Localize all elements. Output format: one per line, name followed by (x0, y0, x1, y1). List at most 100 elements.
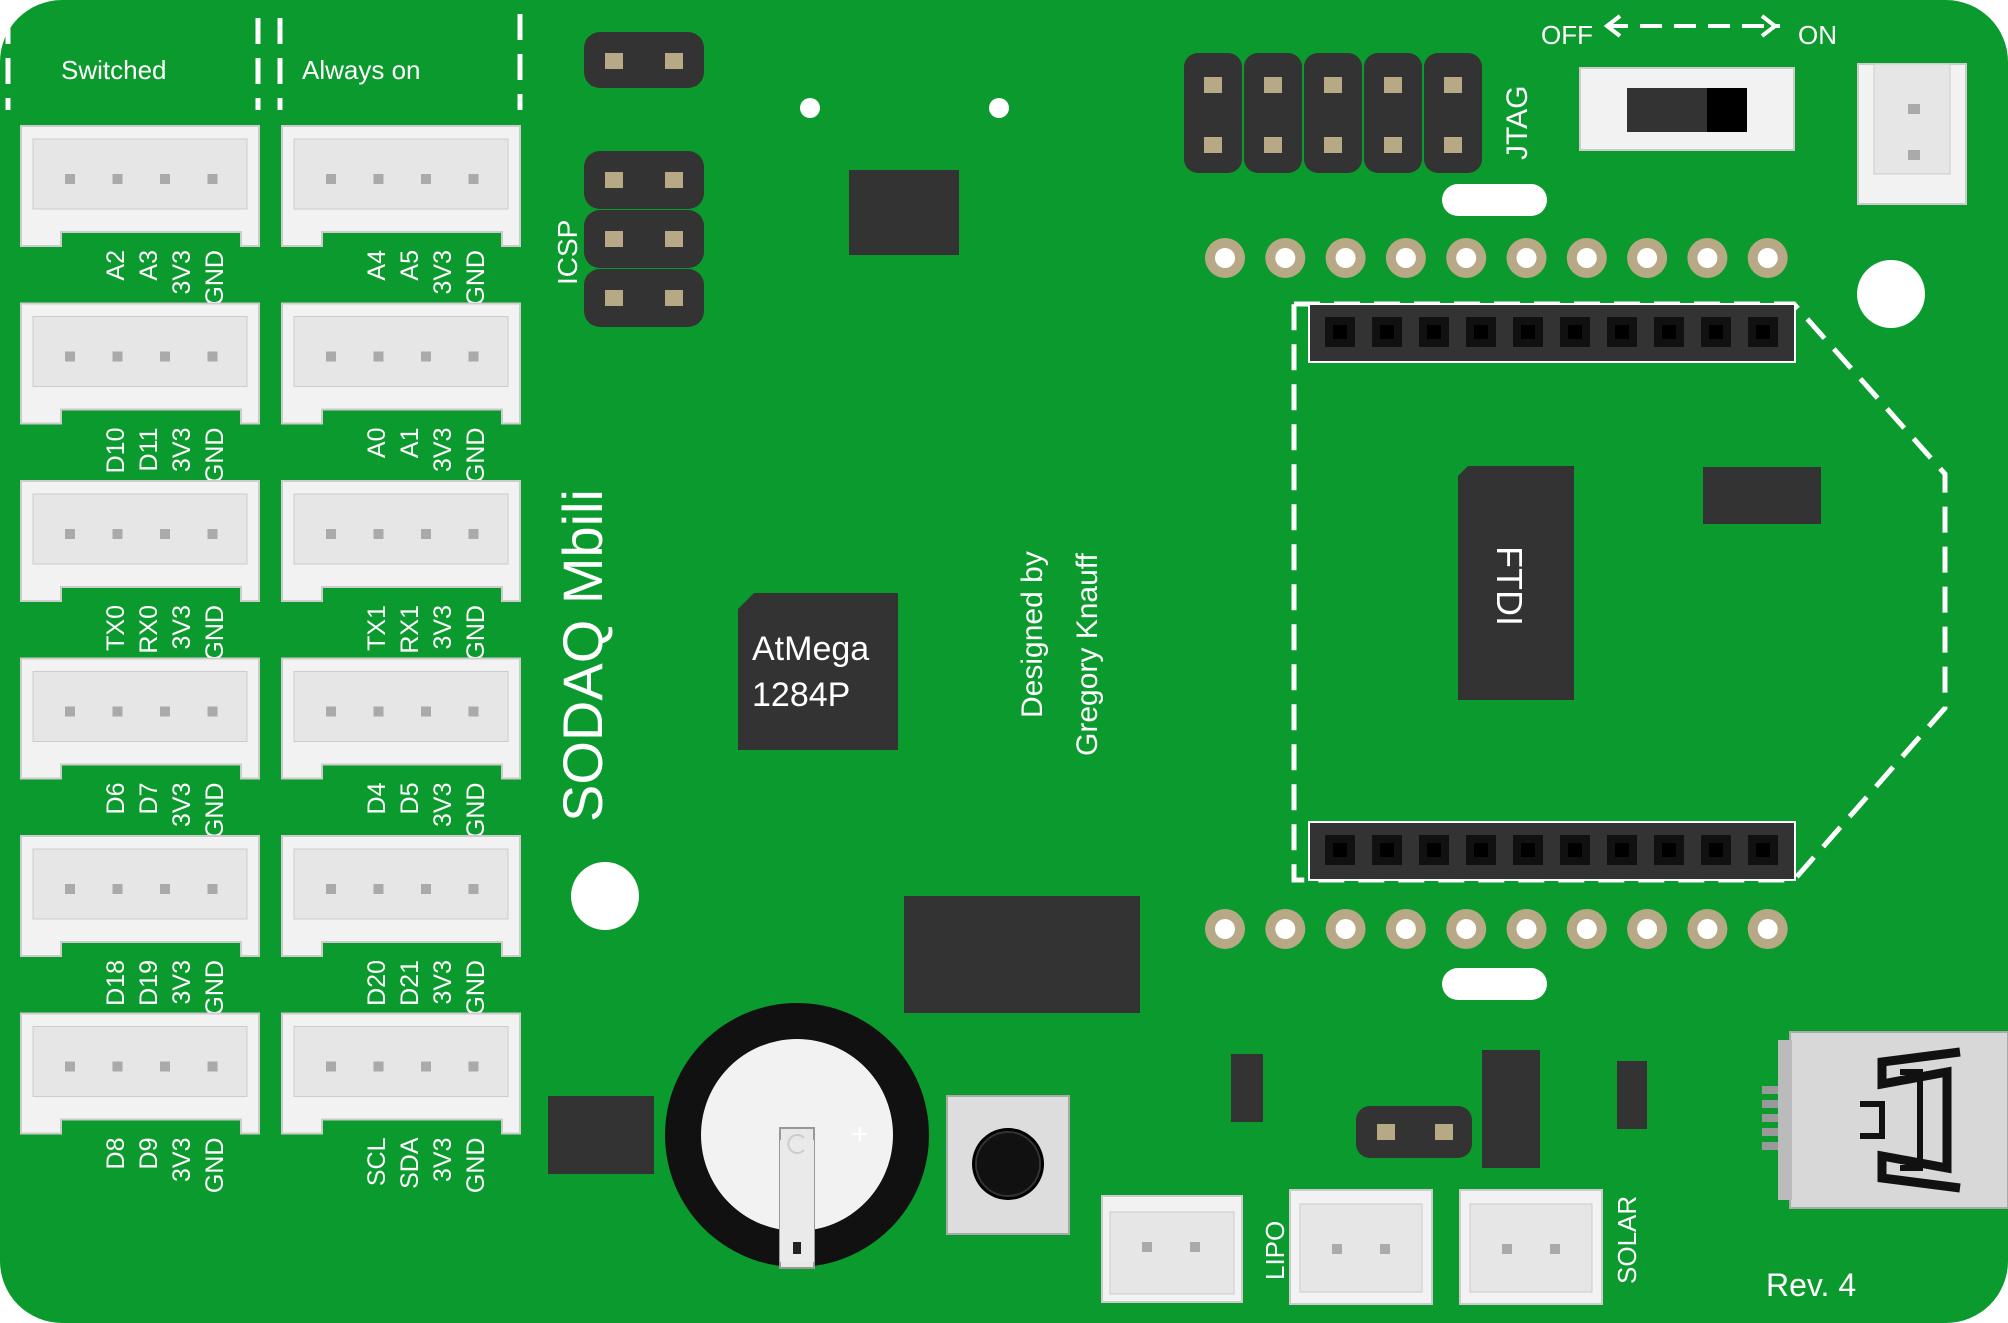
grove-pin (207, 884, 218, 894)
grove-pin (373, 351, 384, 362)
always-on-group-heading: Always on (277, 14, 523, 110)
grove-pin-label: GND (462, 428, 490, 484)
grove-pin (421, 529, 431, 539)
grove-pin-label: GND (462, 1138, 490, 1194)
pad-row-bottom (1205, 909, 1788, 949)
via-dot (800, 98, 820, 118)
power-switch[interactable] (1579, 67, 1795, 151)
grove-pin-label: A0 (363, 428, 391, 459)
grove-pin-label: GND (201, 960, 229, 1016)
large-chip (904, 896, 1140, 1013)
grove-pin-label: GND (462, 250, 490, 306)
grove-pin-label: D9 (135, 1138, 163, 1170)
arrow-right-head-icon (1760, 14, 1779, 38)
grove-pin (468, 351, 479, 362)
grove-pin-label: 3V3 (429, 783, 457, 827)
grove-pin-label: A2 (102, 250, 130, 281)
board-name: SODAQ Mbili (551, 489, 614, 822)
jtag-pin-pair (1364, 53, 1422, 173)
grove-pin-label: GND (201, 1138, 229, 1194)
reset-button[interactable] (946, 1095, 1070, 1235)
lipo-label: LIPO (1260, 1221, 1290, 1280)
usb-symbol-icon (1877, 1047, 1961, 1193)
grove-pin (207, 529, 218, 539)
grove-pin-label: GND (462, 605, 490, 661)
grove-pin-label: GND (201, 605, 229, 661)
power-switch-legend: OFF ON (1541, 14, 1837, 50)
grove-pin-label: D7 (135, 783, 163, 815)
small-component (1231, 1054, 1263, 1122)
grove-pin (207, 1061, 218, 1072)
bee-header-top (1308, 303, 1796, 363)
grove-pin (373, 884, 384, 894)
grove-pin-label: D19 (135, 960, 163, 1006)
grove-pin (421, 174, 431, 184)
grove-pin-label: D11 (135, 428, 163, 472)
mcu-label-line1: AtMega (752, 630, 869, 668)
designer-line2: Gregory Knauff (1071, 552, 1104, 756)
battery-holder: + (665, 1003, 929, 1269)
grove-pin (326, 884, 336, 894)
mcu-label-line2: 1284P (752, 676, 850, 714)
grove-pin-label: 3V3 (168, 428, 196, 472)
jtag-pin-pair (1424, 53, 1482, 173)
usb-connector[interactable] (1762, 1031, 2008, 1209)
grove-pin (160, 884, 170, 894)
grove-pin (468, 174, 479, 184)
grove-pin-label: D4 (363, 782, 391, 814)
grove-pin-label: D8 (102, 1138, 130, 1170)
bee-header-bottom (1308, 821, 1796, 881)
grove-pin-label: 3V3 (429, 1138, 457, 1182)
grove-pin (207, 174, 218, 184)
grove-pin (468, 884, 479, 894)
grove-pin (421, 706, 431, 717)
grove-pin-label: GND (462, 960, 490, 1016)
grove-pin-label: GND (201, 783, 229, 839)
grove-pin-label: D18 (102, 960, 130, 1006)
grove-pin (65, 884, 75, 894)
grove-connector-top-right[interactable] (1857, 63, 1967, 205)
grove-pin (207, 351, 218, 362)
grove-pin (160, 706, 170, 717)
lipo-connector[interactable] (1289, 1189, 1433, 1305)
grove-pin (65, 706, 75, 717)
small-component (1617, 1061, 1647, 1129)
solar-connector[interactable] (1459, 1189, 1603, 1305)
grove-pin (373, 174, 384, 184)
grove-pin (326, 706, 336, 717)
grove-pin-label: A3 (135, 250, 163, 281)
grove-pin (65, 529, 75, 539)
icsp-pin-pair (584, 151, 704, 209)
grove-pin (373, 706, 384, 717)
grove-pin (160, 351, 170, 362)
grove-pin (468, 529, 479, 539)
power-switch-knob[interactable] (1707, 88, 1747, 132)
pad-row-top (1205, 238, 1788, 278)
grove-pin (421, 1061, 431, 1072)
grove-pin (468, 706, 479, 717)
ftdi-label: FTDI (1489, 546, 1530, 626)
grove-pin (112, 351, 123, 362)
grove-pin (373, 529, 384, 539)
grove-pin (112, 1061, 123, 1072)
designer-line1: Designed by (1016, 551, 1049, 718)
via-dot (989, 98, 1009, 118)
small-component (1482, 1050, 1540, 1168)
power-connector[interactable] (1101, 1195, 1243, 1303)
jtag-label: JTAG (1501, 86, 1534, 160)
mounting-hole (571, 862, 639, 930)
